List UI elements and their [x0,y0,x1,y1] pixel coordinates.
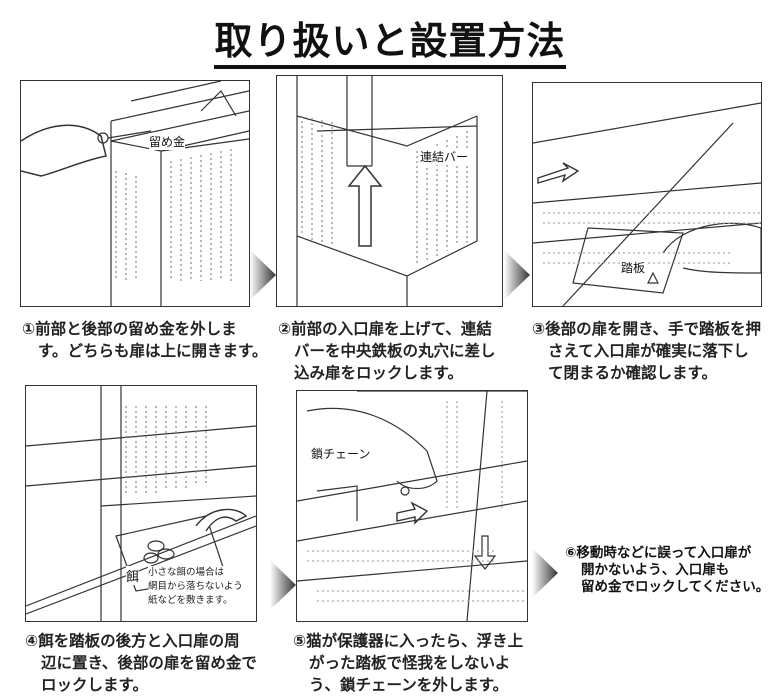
page-title: 取り扱いと設置方法 [0,10,780,69]
caption-line: て閉まるか確認します。 [548,364,717,382]
step2-illustration: 連結バー [276,75,503,307]
step6-note: ⑥移動時などに誤って入口扉が開かないよう、入口扉も留め金でロックしてください。 [565,545,769,596]
bait-note: 小さな餌の場合は網目から落ちないよう紙などを敷きます。 [148,566,243,608]
cage-chain-removal-drawing [297,391,527,621]
step3-caption: ③後部の扉を開き、手で踏板を押さえて入口扉が確実に落下して閉まるか確認します。 [532,318,761,384]
bait-label: 餌 [126,566,140,585]
next-step-arrow [270,560,296,610]
step5-illustration: 鎖チェーン [296,390,528,622]
step4-illustration: 餌 小さな餌の場合は網目から落ちないよう紙などを敷きます。 [25,385,257,622]
step1-illustration: 留め金 [20,80,250,307]
caption-line: 辺に置き、後部の扉を留め金で [41,654,257,672]
next-step-arrow [532,548,558,598]
trigger-plate-label: 踏板 [621,259,646,276]
cage-door-raised-drawing [296,76,478,306]
next-step-arrow [504,250,530,300]
caption-line: ③後部の扉を開き、手で踏板を押 [532,320,762,338]
caption-line: さえて入口扉が確実に落下し [548,342,749,360]
chain-label: 鎖チェーン [311,445,371,462]
note-line: 開かないよう、入口扉も [581,562,730,578]
note-line: 留め金でロックしてください。 [581,579,770,595]
caption-line: バーを中央鉄板の丸穴に差し [294,342,496,360]
cage-bait-drawing [26,386,256,621]
note-line: 小さな餌の場合は [148,567,225,578]
caption-line: す。どちらも扉は上に開きます。 [38,342,268,360]
note-line: ⑥移動時などに誤って入口扉が [565,545,752,561]
step4-caption: ④餌を踏板の後方と入口扉の周辺に置き、後部の扉を留め金でロックします。 [25,630,257,696]
cage-trigger-plate-drawing [533,102,761,306]
note-line: 網目から落ちないよう [148,581,243,592]
caption-line: う、鎖チェーンを外します。 [309,676,509,694]
connecting-bar-label: 連結バー [420,148,469,165]
cage-front-latch-drawing [21,81,249,306]
next-step-arrow [250,250,276,300]
step1-caption: ①前部と後部の留め金を外します。どちらも扉は上に開きます。 [22,318,267,362]
note-line: 紙などを敷きます。 [148,595,233,606]
step3-illustration: 踏板 [532,82,762,307]
caption-line: 込み扉をロックします。 [294,364,463,382]
step5-caption: ⑤猫が保護器に入ったら、浮き上がった踏板で怪我をしないよう、鎖チェーンを外します… [293,630,523,696]
caption-line: がった踏板で怪我をしないよ [309,654,511,672]
caption-line: ②前部の入口扉を上げて、連結 [278,320,492,338]
caption-line: ①前部と後部の留め金を外しま [22,320,237,338]
latch-label: 留め金 [149,133,186,150]
step2-caption: ②前部の入口扉を上げて、連結バーを中央鉄板の丸穴に差し込み扉をロックします。 [278,318,496,384]
caption-line: ④餌を踏板の後方と入口扉の周 [25,632,240,650]
caption-line: ⑤猫が保護器に入ったら、浮き上 [293,632,524,650]
caption-line: ロックします。 [41,676,148,694]
